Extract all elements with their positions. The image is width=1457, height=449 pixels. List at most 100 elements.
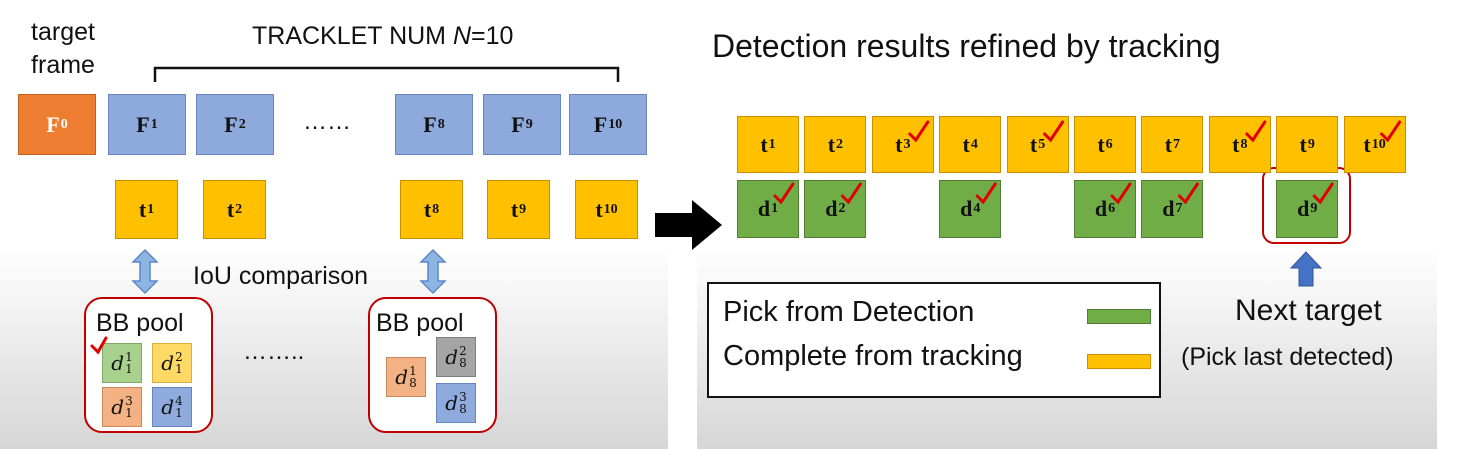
- tracklet-sub: 8: [432, 201, 440, 217]
- refined-detection-box-sub: 1: [771, 201, 779, 216]
- frame-main: F: [224, 111, 238, 137]
- frame-sub: 0: [60, 116, 68, 132]
- det-base: d: [445, 391, 459, 415]
- target-frame-label: target frame: [18, 16, 108, 82]
- next-target-label: Next target: [1235, 294, 1382, 327]
- frame-sub: 10: [608, 116, 623, 132]
- legend-yellow-swatch: [1087, 354, 1151, 369]
- refined-tracklet-box-sub: 1: [768, 136, 776, 152]
- tracklet-main: t: [423, 196, 432, 222]
- det-sup: 3: [459, 390, 467, 404]
- refined-tracklet-box-main: t: [760, 131, 768, 157]
- det-sub: 8: [459, 402, 467, 416]
- det-sup: 1: [409, 364, 417, 378]
- refined-tracklet-box-sub: 9: [1307, 136, 1315, 152]
- refined-detection-box-sub: 7: [1175, 201, 1183, 216]
- det-base: d: [111, 395, 125, 419]
- target-label-line1: target: [31, 18, 95, 46]
- det-sup: 2: [175, 350, 183, 364]
- refined-tracklet-box-main: t: [962, 131, 970, 157]
- tracklet-main: t: [510, 196, 519, 222]
- tracklet-main: t: [226, 196, 235, 222]
- frame-main: F: [511, 111, 525, 137]
- refined-detection-box-main: d: [1297, 196, 1310, 221]
- det-sub: 1: [175, 406, 183, 420]
- refined-tracklet-box-sub: 10: [1371, 136, 1386, 152]
- det-sup: 3: [125, 394, 133, 408]
- det-sub: 8: [409, 376, 417, 390]
- refined-detection-box-main: d: [1162, 196, 1175, 221]
- frame-sub: 1: [150, 116, 158, 132]
- frame-main: F: [46, 111, 60, 137]
- refined-detection-box-main: d: [825, 196, 838, 221]
- refined-detection-box-sub: 6: [1108, 201, 1116, 216]
- refined-detection-box-main: d: [960, 196, 973, 221]
- legend-complete-label: Complete from tracking: [723, 340, 1023, 372]
- det-sub: 1: [125, 362, 133, 376]
- iou-comparison-label: IoU comparison: [193, 262, 369, 290]
- refined-detection-box-main: d: [757, 196, 771, 221]
- tracklet-num-value: =10: [471, 22, 514, 50]
- frame-main: F: [423, 111, 437, 137]
- refined-tracklet-box-main: t: [1363, 131, 1371, 157]
- refined-tracklet-box-main: t: [1232, 131, 1240, 157]
- bb-pool-title: BB pool: [96, 309, 184, 337]
- frame-main: F: [136, 111, 150, 137]
- tracklet-num-prefix: TRACKLET NUM: [252, 22, 453, 50]
- tracklet-sub: 2: [235, 201, 243, 217]
- det-sub: 1: [175, 362, 183, 376]
- det-base: d: [161, 351, 175, 375]
- det-base: d: [161, 395, 175, 419]
- legend: Pick from Detection Complete from tracki…: [707, 282, 1161, 398]
- refined-tracklet-box-sub: 7: [1173, 136, 1181, 152]
- frame-sub: 9: [525, 116, 533, 132]
- refined-tracklet-box-sub: 5: [1038, 136, 1046, 152]
- target-label-line2: frame: [31, 51, 95, 79]
- tracklet-num-var: N: [452, 22, 472, 50]
- refined-detection-box-sub: 2: [838, 201, 846, 216]
- frame-main: F: [593, 111, 608, 137]
- refined-tracklet-box-main: t: [1029, 131, 1038, 157]
- refined-tracklet-box-sub: 2: [836, 136, 844, 152]
- det-base: d: [395, 365, 409, 389]
- det-sup: 2: [459, 344, 467, 358]
- det-base: d: [445, 345, 459, 369]
- det-base: d: [111, 351, 125, 375]
- tracklet-main: t: [138, 196, 147, 222]
- refined-tracklet-box-main: t: [1097, 131, 1105, 157]
- frame-sub: 8: [437, 116, 445, 132]
- refined-tracklet-box-main: t: [827, 131, 836, 157]
- tracklet-sub: 1: [147, 201, 155, 217]
- tracklet-sub: 10: [603, 201, 618, 217]
- det-sub: 8: [459, 356, 467, 370]
- legend-green-swatch: [1087, 309, 1151, 324]
- refined-tracklet-box-sub: 8: [1240, 136, 1248, 152]
